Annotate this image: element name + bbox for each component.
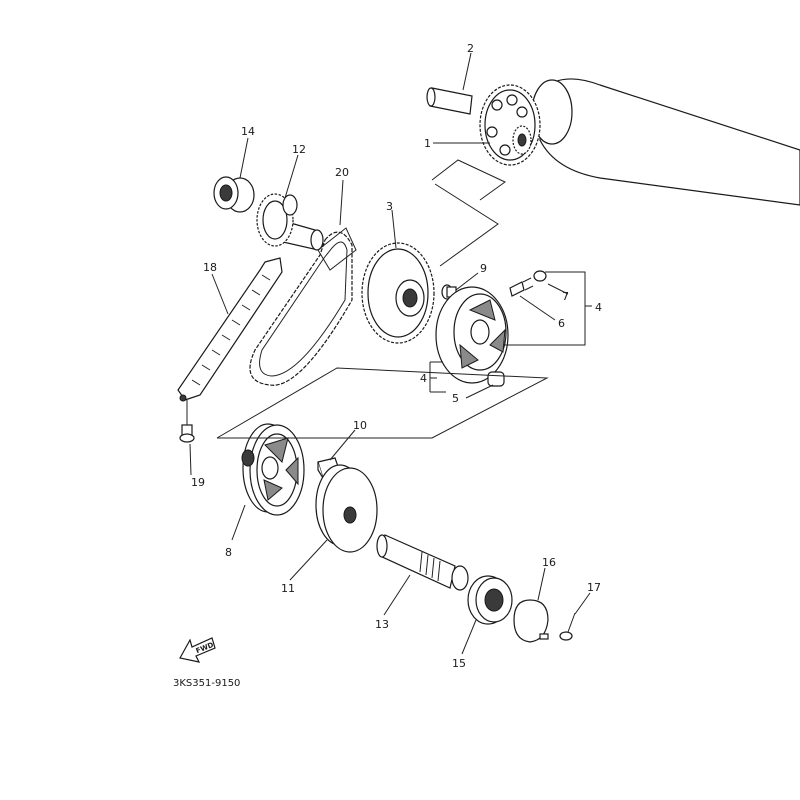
roller-part-5	[487, 371, 505, 387]
drive-gear-part	[479, 84, 541, 166]
part-number-7: 7	[562, 290, 569, 303]
starter-wheel-part	[241, 423, 305, 516]
diagram-code-label: 3KS351-9150	[173, 678, 240, 689]
chain-guide-part	[177, 257, 283, 402]
part-number-4b: 4	[420, 372, 427, 385]
forward-arrow-icon: FWD	[179, 637, 216, 663]
gear-shaft-part-12	[256, 193, 324, 251]
part-number-6: 6	[558, 317, 565, 330]
part-number-12: 12	[292, 143, 306, 156]
circlip-part-16	[513, 599, 549, 643]
part-number-10: 10	[353, 419, 367, 432]
part-number-15: 15	[452, 657, 466, 670]
part-number-3: 3	[386, 200, 393, 213]
part-number-18: 18	[203, 261, 217, 274]
sprocket-part-3	[361, 242, 435, 344]
pin-shaft-part	[426, 87, 473, 115]
part-number-20: 20	[335, 166, 349, 179]
part-number-19: 19	[191, 476, 205, 489]
bearing-part-14	[213, 176, 255, 213]
part-number-17: 17	[587, 581, 601, 594]
part-number-14: 14	[241, 125, 255, 138]
part-number-11: 11	[281, 582, 295, 595]
bolt-part-19	[179, 400, 195, 443]
cam-chain-part	[249, 227, 357, 386]
part-number-labels: 2 1 3 14 12 20 18 9 7 4 6 4 5 10 19 8 11…	[191, 42, 602, 670]
fwd-label: FWD	[195, 641, 215, 655]
part-number-4a: 4	[595, 301, 602, 314]
part-number-8: 8	[225, 546, 232, 559]
callout-leader-lines	[189, 52, 592, 655]
bolt-part-9	[441, 284, 457, 300]
part-number-13: 13	[375, 618, 389, 631]
part-number-9: 9	[480, 262, 487, 275]
part-number-2: 2	[467, 42, 474, 55]
wheel-gear-part-11	[315, 464, 378, 553]
part-number-1: 1	[424, 137, 431, 150]
bearing-part-15	[467, 575, 513, 625]
assembly-outline-lines	[216, 159, 586, 439]
shaft-part-13	[376, 534, 469, 591]
spring-cap-part	[509, 270, 547, 297]
crankcase-housing	[531, 78, 800, 206]
part-number-5: 5	[452, 392, 459, 405]
starter-clutch-part	[435, 286, 509, 384]
part-number-16: 16	[542, 556, 556, 569]
screw-part-17	[559, 612, 576, 641]
